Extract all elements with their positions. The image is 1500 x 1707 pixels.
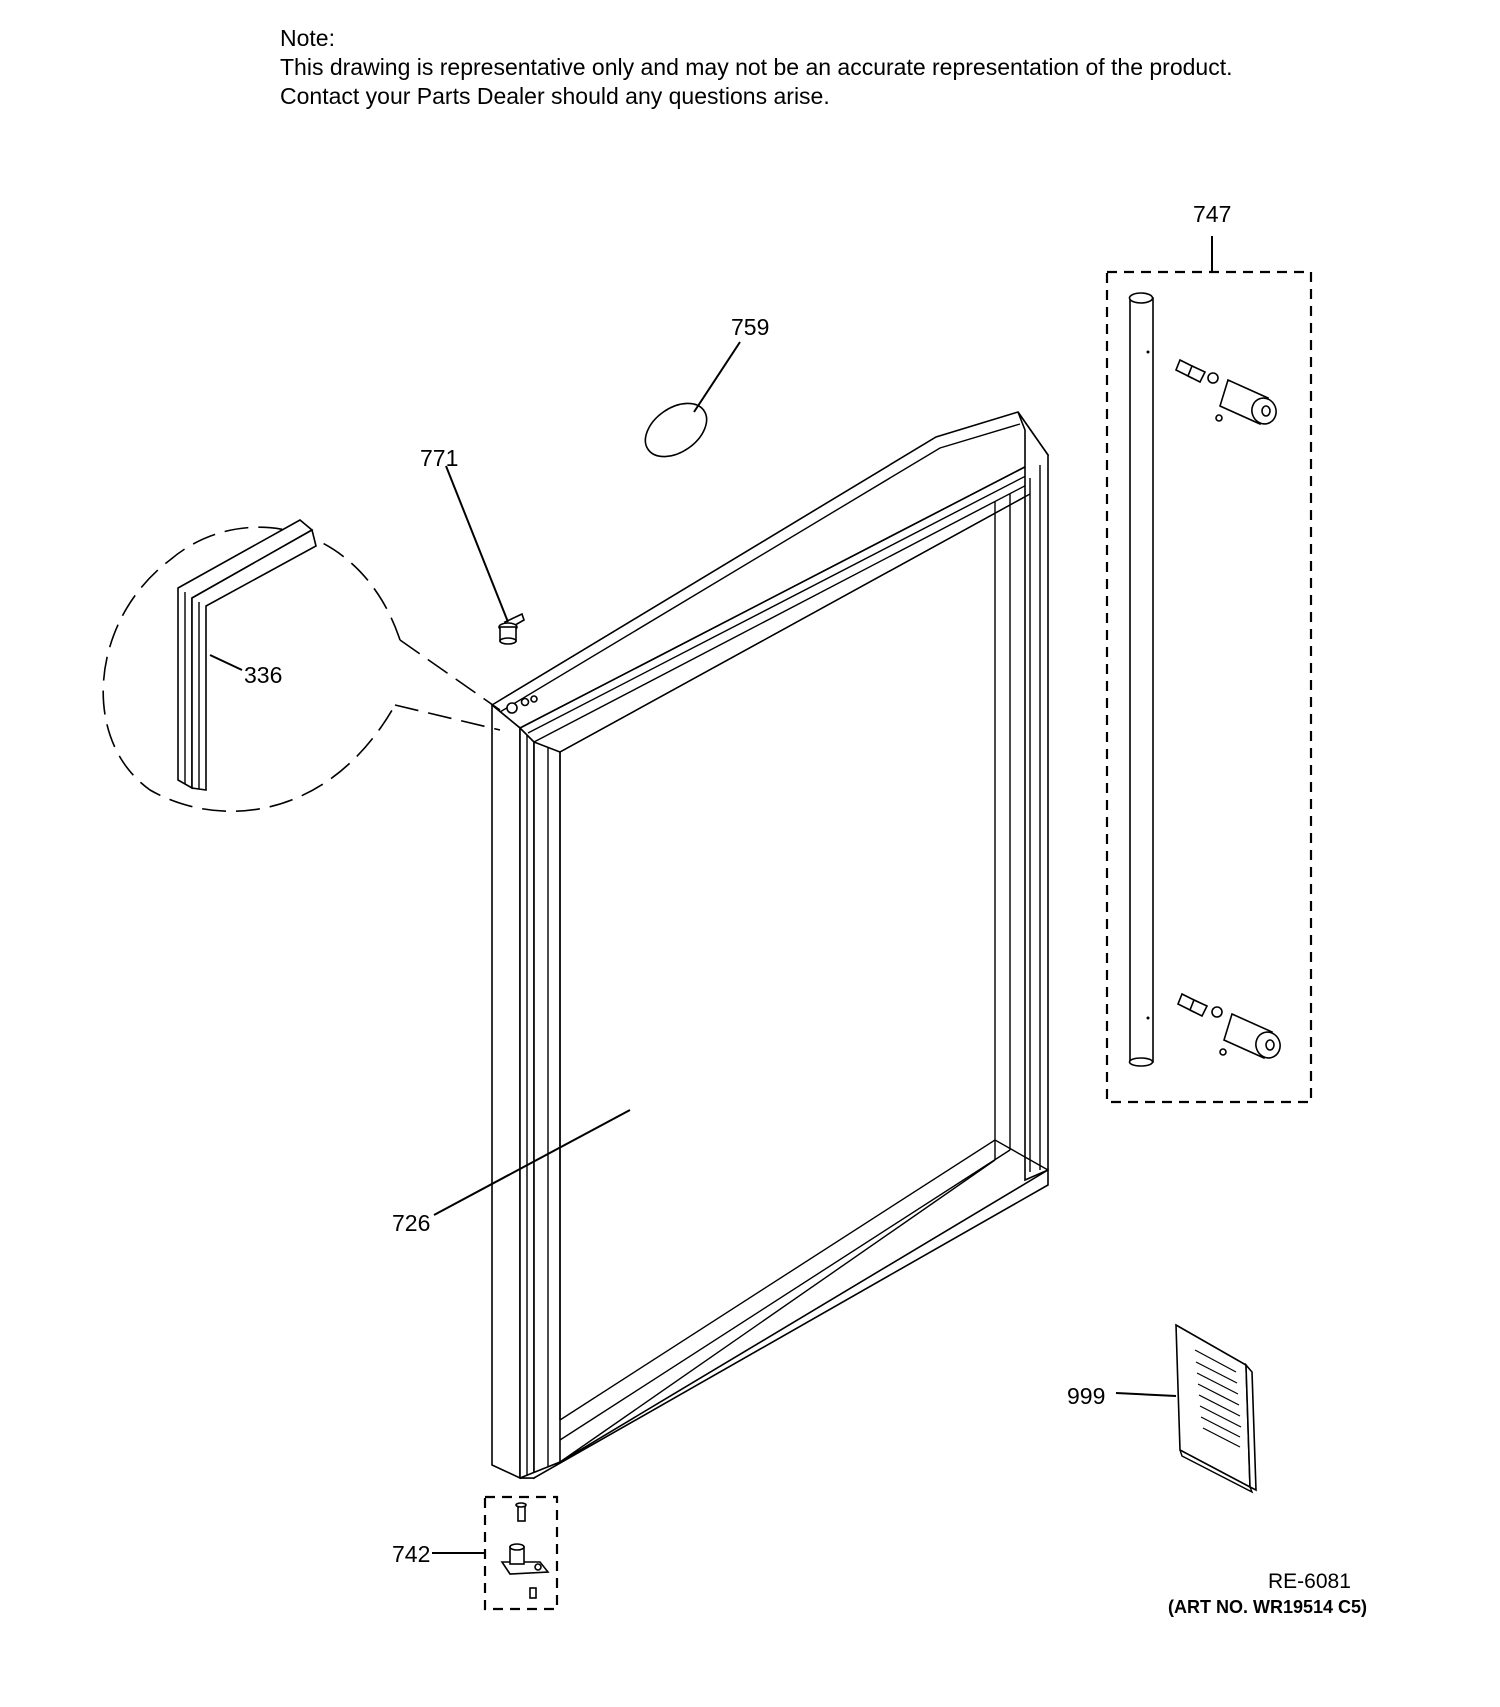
booklet-cover (1175, 1323, 1251, 1489)
hinge-kit-742 (483, 1495, 559, 1611)
callout-999: 999 (1067, 1383, 1105, 1409)
leader-759 (693, 341, 741, 413)
callout-726: 726 (392, 1210, 430, 1236)
leader-336 (209, 654, 243, 671)
drawing-footer: RE-6081 (ART NO. WR19514 C5) (1168, 1570, 1367, 1617)
callout-leaders (209, 236, 1213, 1554)
callout-771: 771 (420, 445, 458, 471)
drawing-ref-code: RE-6081 (1268, 1570, 1351, 1593)
hinge-pin-771 (498, 612, 525, 645)
upper-standoff-assembly (1174, 358, 1277, 426)
callout-742: 742 (392, 1541, 430, 1567)
note-heading: Note: (280, 25, 335, 51)
gasket-detail-336 (102, 519, 501, 813)
note-line-2: Contact your Parts Dealer should any que… (280, 83, 830, 109)
callout-759: 759 (731, 314, 769, 340)
lower-standoff-assembly (1176, 992, 1281, 1060)
door-frame-726 (490, 411, 1050, 1480)
handle-rod (1129, 297, 1154, 1063)
door-frame-right-stile (1017, 411, 1049, 1182)
callout-747: 747 (1193, 201, 1231, 227)
door-frame-left-stile (491, 703, 521, 1480)
badge-ellipse (644, 402, 708, 458)
door-frame-top-face (490, 411, 1050, 729)
disclaimer-note: Note: This drawing is representative onl… (280, 25, 1233, 109)
leader-726 (433, 1109, 631, 1216)
leader-999 (1115, 1392, 1177, 1397)
handle-kit-747 (1105, 270, 1313, 1104)
handle-kit-dashed-box (1105, 270, 1313, 1104)
leader-771 (445, 465, 509, 623)
door-frame-bottom-rail (519, 1168, 1049, 1479)
manual-booklet-999 (1175, 1323, 1257, 1494)
art-number: (ART NO. WR19514 C5) (1168, 1597, 1367, 1617)
oval-badge-759 (644, 402, 708, 458)
note-line-1: This drawing is representative only and … (280, 54, 1233, 80)
callout-336: 336 (244, 662, 282, 688)
callout-labels: 747 759 771 336 726 742 999 (244, 201, 1231, 1567)
